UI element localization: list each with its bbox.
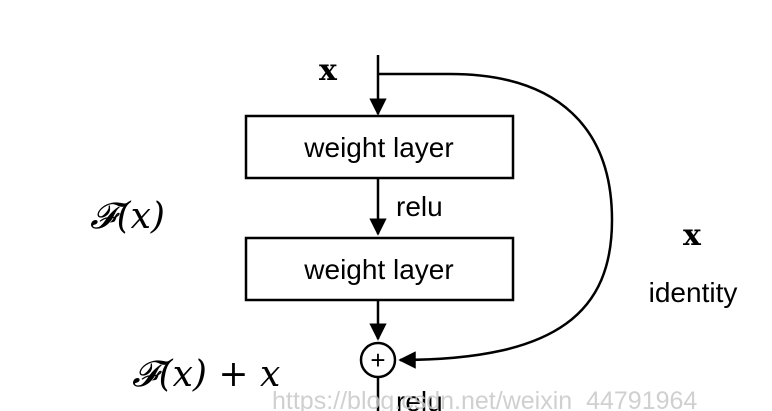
relu-output-label: relu	[396, 386, 443, 411]
sum-plus-icon: +	[370, 345, 385, 375]
weight-layer-1: weight layer	[244, 114, 515, 180]
relu-inner-label: relu	[396, 191, 443, 222]
sum-node: +	[359, 341, 397, 379]
weight-layer-2-box	[244, 236, 515, 302]
sum-label: 𝓕(x) + x	[132, 354, 280, 395]
shortcut-identity-label: identity	[649, 277, 738, 308]
weight-layer-1-box	[244, 114, 515, 180]
watermark-text: https://blog.csdn.net/weixin_44791964	[272, 387, 697, 411]
weight-layer-2: weight layer	[244, 236, 515, 302]
residual-function-label: 𝓕(x)	[90, 196, 165, 237]
weight-layer-1-label: weight layer	[303, 132, 453, 163]
input-x-label: x	[319, 53, 338, 88]
shortcut-x-label: x	[683, 218, 702, 253]
identity-shortcut-path	[378, 72, 614, 369]
weight-layer-2-label: weight layer	[303, 254, 453, 285]
